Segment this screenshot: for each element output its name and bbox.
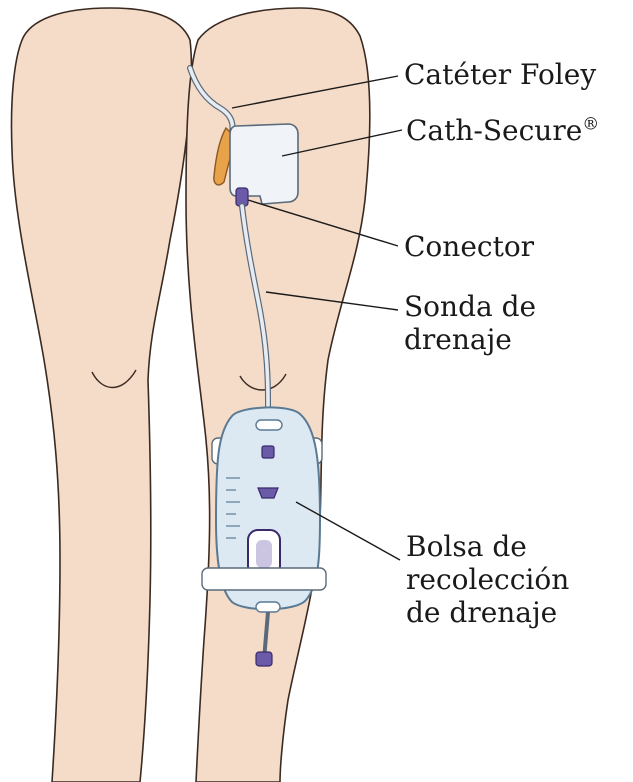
bag-valve xyxy=(258,488,278,498)
label-bag-line3: de drenaje xyxy=(406,596,569,629)
label-foley-catheter: Catéter Foley xyxy=(404,58,596,91)
label-drain-tube-line1: Sonda de xyxy=(404,290,536,323)
label-connector-text: Conector xyxy=(404,230,534,263)
lower-leg-strap xyxy=(202,568,326,590)
label-cath-secure: Cath-Secure® xyxy=(406,114,599,147)
left-leg xyxy=(11,8,191,782)
label-drainage-tube: Sonda de drenaje xyxy=(404,290,536,356)
bag-inlet-port xyxy=(262,446,274,458)
label-cath-secure-text: Cath-Secure xyxy=(406,114,582,147)
label-foley-text: Catéter Foley xyxy=(404,58,596,91)
registered-mark: ® xyxy=(582,115,599,135)
label-drain-tube-line2: drenaje xyxy=(404,323,536,356)
label-drainage-bag: Bolsa de recolección de drenaje xyxy=(406,530,569,629)
label-bag-line2: recolección xyxy=(406,563,569,596)
label-bag-line1: Bolsa de xyxy=(406,530,569,563)
bag-outlet-clamp xyxy=(256,652,272,666)
label-connector: Conector xyxy=(404,230,534,263)
